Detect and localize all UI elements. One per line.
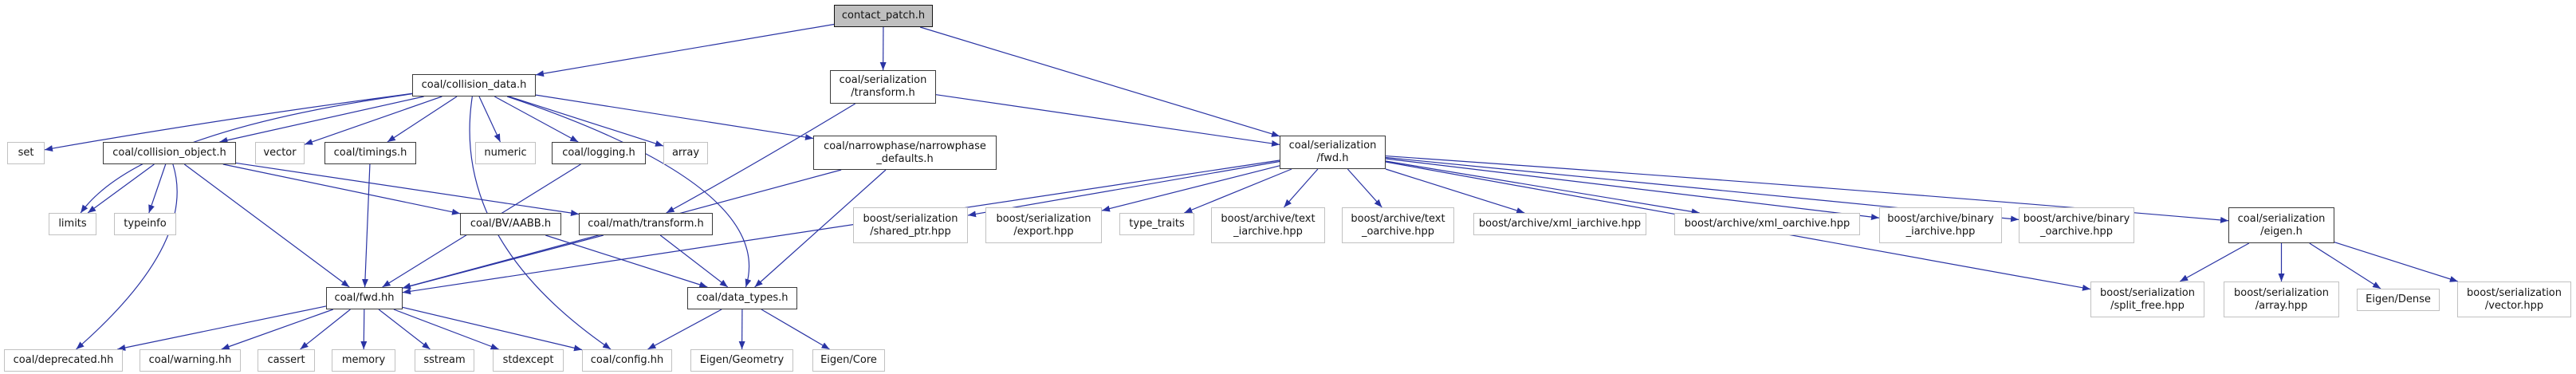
node-numeric: numeric: [475, 142, 536, 164]
edge-fwd-config: [402, 306, 583, 352]
edge-collision_object-deprecated: [76, 163, 178, 350]
edge-collision_data-logging: [494, 96, 579, 143]
node-split-free: boost/serialization /split_free.hpp: [2090, 281, 2204, 317]
node-memory: memory: [332, 349, 395, 372]
node-xml-oarchive: boost/archive/xml_oarchive.hpp: [1674, 213, 1860, 235]
edge-ser_eigen-split_free: [2179, 242, 2250, 282]
edge-ser_eigen-vector_hpp: [2334, 242, 2459, 282]
edge-ser_fwd-shared_ptr: [967, 160, 1280, 218]
edge-math_transform-fwd: [402, 234, 604, 289]
node-contact-patch: contact_patch.h: [834, 5, 933, 27]
node-binary-oarchive: boost/archive/binary _oarchive.hpp: [2019, 207, 2134, 243]
edge-collision_object-typeinfo: [148, 163, 167, 214]
edge-ser_fwd-text_iarchive: [1283, 168, 1319, 208]
node-text-iarchive: boost/archive/text _iarchive.hpp: [1211, 207, 1325, 243]
node-array-hpp: boost/serialization /array.hpp: [2224, 281, 2339, 317]
edge-collision_data-narrowphase: [535, 94, 814, 140]
edge-ser_transform-math_transform: [666, 103, 855, 214]
node-binary-iarchive: boost/archive/binary _iarchive.hpp: [1879, 207, 2002, 243]
edge-collision_object-limits: [87, 163, 155, 214]
node-eigen-geometry: Eigen/Geometry: [690, 349, 793, 372]
edge-ser_fwd-text_oarchive: [1347, 168, 1382, 208]
node-collision-data[interactable]: coal/collision_data.h: [412, 74, 536, 96]
node-collision-object[interactable]: coal/collision_object.h: [103, 142, 236, 164]
edge-collision_data-data_types: [506, 96, 752, 288]
node-type-traits: type_traits: [1119, 213, 1194, 235]
edge-collision_object-fwd: [183, 163, 350, 288]
edge-collision_data-vector: [304, 96, 442, 145]
node-xml-iarchive: boost/archive/xml_iarchive.hpp: [1473, 213, 1646, 235]
node-eigen-core: Eigen/Core: [812, 349, 885, 372]
edge-collision_data-collision_object: [219, 96, 424, 144]
edge-timings-fwd: [361, 163, 371, 288]
edge-fwd-sstream: [378, 309, 431, 350]
node-stdexcept: stdexcept: [493, 349, 564, 372]
edge-collision_data-set: [44, 93, 413, 152]
edge-collision_object-math_transform: [235, 162, 580, 216]
node-shared-ptr: boost/serialization /shared_ptr.hpp: [853, 207, 968, 243]
edge-ser_fwd-type_traits: [1184, 168, 1292, 214]
node-array: array: [663, 142, 708, 164]
edge-collision_object-aabb: [222, 163, 461, 215]
node-timings[interactable]: coal/timings.h: [324, 142, 416, 164]
node-vector: vector: [255, 142, 305, 164]
edge-collision_data-timings: [387, 96, 458, 143]
node-export-hpp: boost/serialization /export.hpp: [985, 207, 1102, 243]
edge-ser_fwd-xml_iarchive: [1385, 168, 1525, 214]
edge-fwd-cassert: [300, 309, 351, 350]
node-deprecated: coal/deprecated.hh: [4, 349, 123, 372]
edge-fwd-warning: [221, 309, 333, 350]
node-cassert: cassert: [258, 349, 315, 372]
edge-ser_fwd-xml_oarchive: [1385, 160, 1700, 215]
edge-math_transform-data_types: [659, 234, 729, 288]
edge-data_types-eigen_core: [761, 309, 830, 350]
node-ser-fwd[interactable]: coal/serialization /fwd.h: [1280, 136, 1386, 169]
node-eigen-dense: Eigen/Dense: [2357, 289, 2440, 311]
edge-fwd-stdexcept: [393, 309, 499, 350]
node-aabb[interactable]: coal/BV/AABB.h: [460, 213, 561, 235]
edge-fwd-deprecated: [117, 305, 327, 351]
node-data-types[interactable]: coal/data_types.h: [687, 287, 797, 309]
edge-aabb-data_types: [545, 234, 708, 288]
edge-contact_patch-ser_fwd: [919, 26, 1280, 137]
edge-contact_patch-collision_data: [535, 23, 835, 77]
edge-collision_data-numeric: [478, 96, 501, 143]
node-config: coal/config.hh: [582, 349, 672, 372]
edge-ser_fwd-binary_iarchive: [1385, 158, 1880, 221]
edge-ser_transform-ser_fwd: [935, 94, 1280, 147]
node-ser-transform[interactable]: coal/serialization /transform.h: [830, 70, 936, 104]
node-set: set: [7, 142, 45, 164]
node-warning: coal/warning.hh: [140, 349, 241, 372]
node-vector-hpp: boost/serialization /vector.hpp: [2457, 281, 2571, 317]
edge-collision_data-array: [509, 96, 664, 147]
node-limits: limits: [49, 213, 96, 235]
node-text-oarchive: boost/archive/text _oarchive.hpp: [1342, 207, 1454, 243]
node-ser-eigen[interactable]: coal/serialization /eigen.h: [2228, 207, 2334, 243]
node-math-transform[interactable]: coal/math/transform.h: [579, 213, 713, 235]
node-narrowphase[interactable]: coal/narrowphase/narrowphase _defaults.h: [813, 136, 997, 170]
node-fwd[interactable]: coal/fwd.hh: [326, 287, 403, 309]
node-sstream: sstream: [415, 349, 474, 372]
edge-data_types-config: [647, 309, 722, 350]
edge-ser_eigen-eigen_dense: [2309, 242, 2381, 289]
edge-ser_fwd-fwd: [402, 159, 1280, 295]
node-logging[interactable]: coal/logging.h: [552, 142, 646, 164]
node-typeinfo: typeinfo: [114, 213, 176, 235]
edge-ser_fwd-export_hpp: [1101, 165, 1280, 212]
edge-narrowphase-data_types: [754, 169, 887, 288]
